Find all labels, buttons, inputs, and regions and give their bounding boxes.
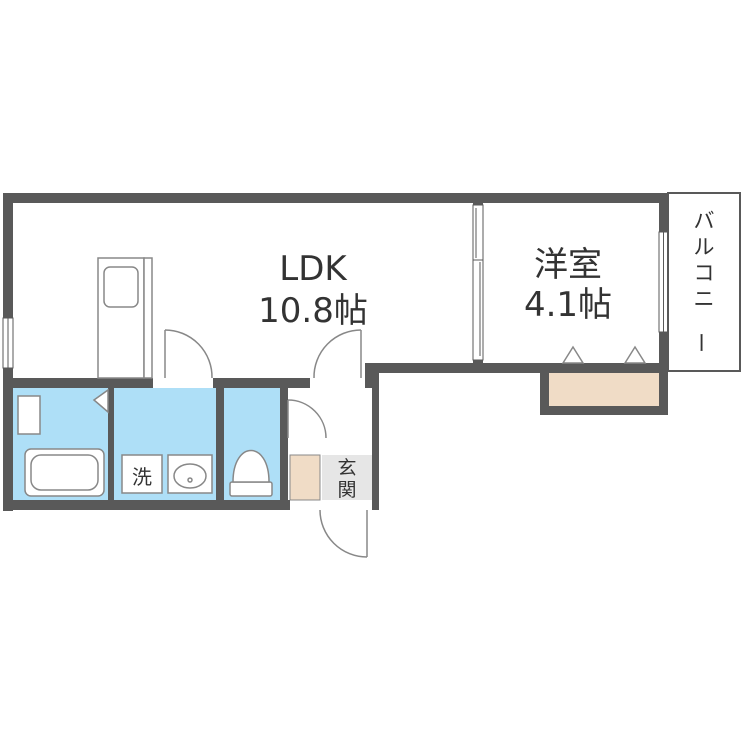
shoe-box-area: [289, 454, 321, 501]
balcony-label-char: コ: [694, 261, 715, 285]
toilet-icon: [229, 450, 273, 497]
closet-area: [549, 372, 659, 408]
entrance-label-2: 関: [337, 479, 356, 501]
closet-door-icon: [561, 345, 647, 364]
balcony-label-char: ニ: [694, 287, 715, 311]
entrance-floor: [322, 455, 372, 500]
bath-counter: [17, 395, 41, 435]
balcony-label-char: バ: [694, 209, 715, 233]
ldk-name: LDK: [279, 249, 348, 289]
sink-icon: [103, 266, 139, 308]
shower-icon: [92, 388, 109, 414]
washroom-label: 洗: [132, 465, 152, 489]
balcony: [667, 192, 741, 372]
balcony-label: バルコニー: [689, 209, 715, 353]
balcony-label-char: ル: [694, 235, 715, 259]
bathtub-icon: [24, 448, 105, 497]
washbasin-icon: [167, 454, 213, 494]
balcony-label-char: ー: [689, 332, 713, 353]
western-name: 洋室: [534, 245, 602, 285]
kitchen-counter: [97, 257, 153, 379]
entrance-label: 玄: [337, 457, 356, 479]
ldk-size: 10.8帖: [258, 291, 368, 331]
door-swing-icon: [164, 329, 368, 558]
western-size: 4.1帖: [524, 285, 612, 325]
washer-box: [121, 454, 163, 494]
